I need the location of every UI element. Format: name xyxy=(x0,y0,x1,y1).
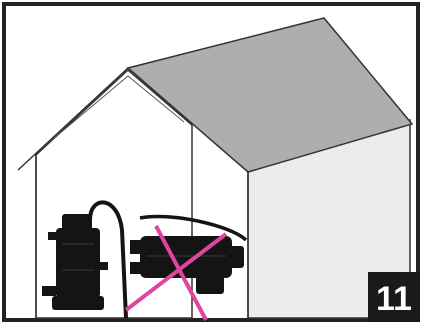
step-number-badge: 11 xyxy=(368,272,420,322)
step-number: 11 xyxy=(376,280,412,318)
